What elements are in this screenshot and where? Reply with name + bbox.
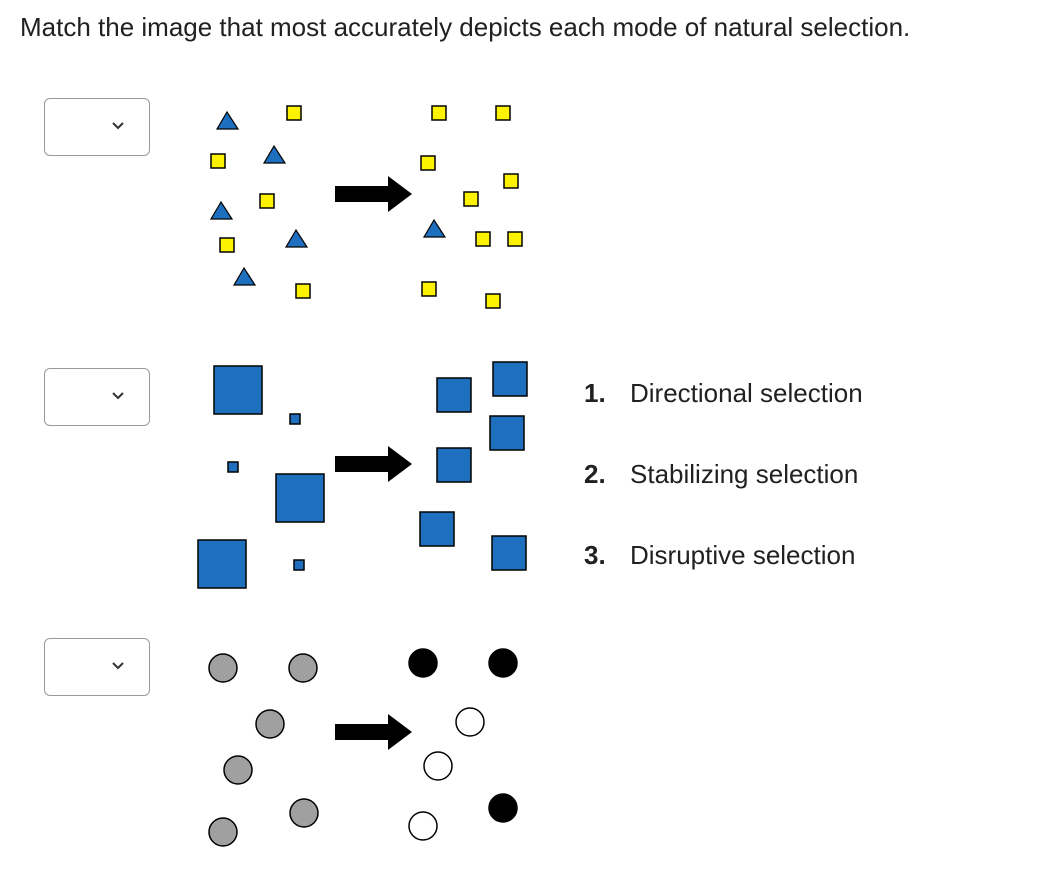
gray-circle	[289, 798, 319, 828]
yellow-square	[507, 231, 523, 247]
large-blue-square	[213, 365, 263, 415]
dropdown-1[interactable]	[44, 98, 150, 156]
arrow-right-icon	[335, 176, 412, 212]
blue-triangle	[262, 144, 287, 164]
option-label: Disruptive selection	[630, 540, 856, 570]
option-label: Stabilizing selection	[630, 459, 859, 489]
chevron-down-icon	[112, 122, 124, 130]
yellow-square	[475, 231, 491, 247]
arrow-right-icon	[335, 446, 412, 482]
medium-blue-square	[492, 361, 528, 397]
figure-directional-shapes	[209, 105, 523, 309]
figure-circles	[208, 648, 518, 847]
medium-blue-square	[436, 447, 472, 483]
yellow-square	[295, 283, 311, 299]
medium-blue-square	[436, 377, 472, 413]
gray-circle	[223, 755, 253, 785]
chevron-down-icon	[112, 392, 124, 400]
option-disruptive: 3. Disruptive selection	[584, 540, 855, 571]
yellow-square	[420, 155, 436, 171]
yellow-square	[495, 105, 511, 121]
yellow-square	[259, 193, 275, 209]
black-circle	[408, 648, 438, 678]
gray-circle	[208, 653, 238, 683]
yellow-square	[286, 105, 302, 121]
yellow-square	[421, 281, 437, 297]
option-directional: 1. Directional selection	[584, 378, 863, 409]
large-blue-square	[275, 473, 325, 523]
white-circle	[408, 811, 438, 841]
blue-triangle	[215, 110, 240, 130]
medium-blue-square	[491, 535, 527, 571]
gray-circle	[208, 817, 238, 847]
figure-blue-squares	[197, 361, 528, 589]
black-circle	[488, 793, 518, 823]
gray-circle	[288, 653, 318, 683]
large-blue-square	[197, 539, 247, 589]
small-blue-square	[289, 413, 301, 425]
white-circle	[455, 707, 485, 737]
white-circle	[423, 751, 453, 781]
blue-triangle	[284, 228, 309, 248]
medium-blue-square	[419, 511, 455, 547]
yellow-square	[219, 237, 235, 253]
black-circle	[488, 648, 518, 678]
dropdown-2[interactable]	[44, 368, 150, 426]
blue-triangle	[232, 266, 257, 286]
gray-circle	[255, 709, 285, 739]
option-number: 3.	[584, 540, 606, 570]
chevron-down-icon	[112, 662, 124, 670]
question-text: Match the image that most accurately dep…	[20, 12, 911, 42]
dropdown-3[interactable]	[44, 638, 150, 696]
yellow-square	[431, 105, 447, 121]
yellow-square	[210, 153, 226, 169]
option-stabilizing: 2. Stabilizing selection	[584, 459, 858, 490]
yellow-square	[463, 191, 479, 207]
medium-blue-square	[489, 415, 525, 451]
option-number: 2.	[584, 459, 606, 489]
blue-triangle	[209, 200, 234, 220]
option-label: Directional selection	[630, 378, 863, 408]
blue-triangle	[422, 218, 447, 238]
small-blue-square	[227, 461, 239, 473]
small-blue-square	[293, 559, 305, 571]
arrow-right-icon	[335, 714, 412, 750]
yellow-square	[485, 293, 501, 309]
option-number: 1.	[584, 378, 606, 408]
yellow-square	[503, 173, 519, 189]
